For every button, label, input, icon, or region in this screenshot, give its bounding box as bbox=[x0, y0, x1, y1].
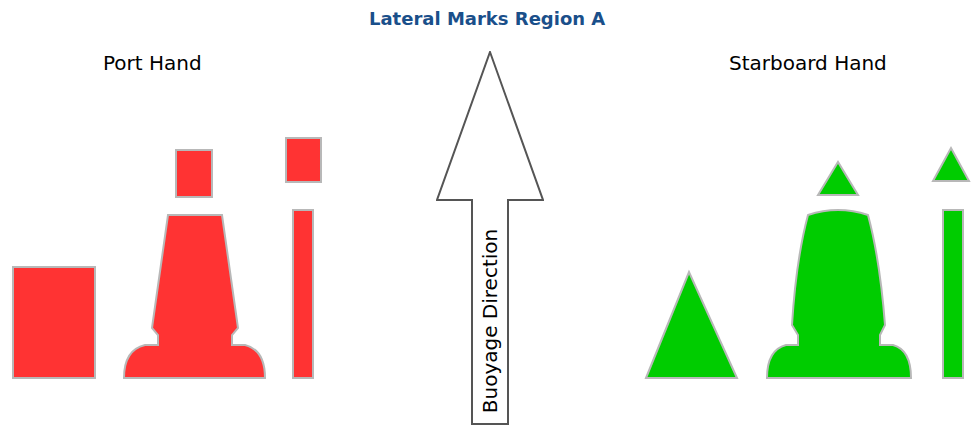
square-topmark bbox=[176, 150, 212, 197]
cone-topmark bbox=[818, 162, 858, 195]
diagram-title: Lateral Marks Region A bbox=[369, 8, 605, 29]
can-buoy bbox=[13, 267, 95, 378]
side-heading: Port Hand bbox=[103, 51, 202, 75]
pillar-buoy bbox=[124, 215, 265, 378]
pillar-buoy bbox=[767, 210, 911, 378]
direction-arrow: Buoyage Direction bbox=[436, 51, 544, 425]
square-topmark bbox=[286, 138, 321, 182]
cone-buoy bbox=[646, 272, 737, 378]
arrow-path bbox=[437, 52, 543, 424]
cone-topmark bbox=[933, 148, 969, 181]
spar-buoy bbox=[943, 210, 963, 378]
arrow-label: Buoyage Direction bbox=[478, 229, 502, 413]
side-heading: Starboard Hand bbox=[729, 51, 887, 75]
spar-buoy bbox=[293, 210, 313, 378]
